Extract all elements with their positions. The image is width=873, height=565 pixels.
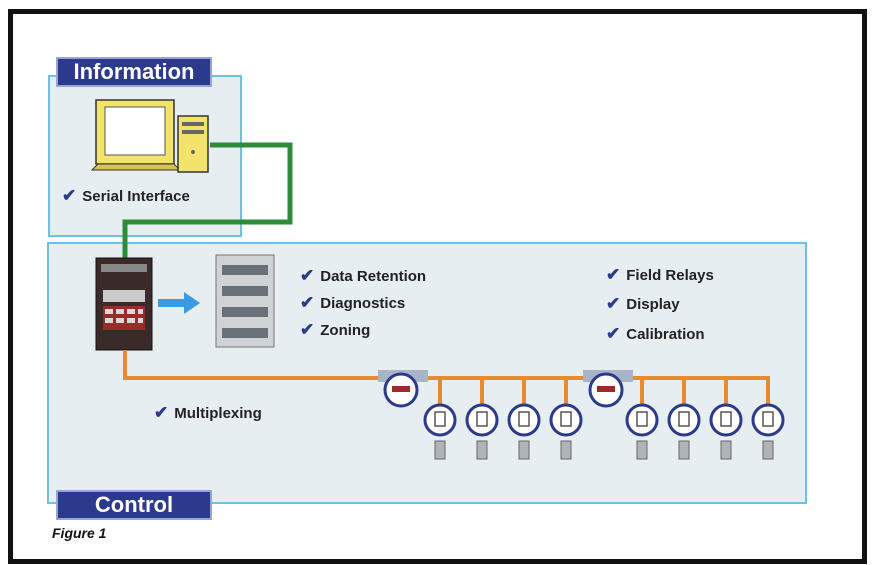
multiplexer-icon: [583, 370, 633, 408]
check-icon: ✔: [300, 293, 315, 312]
multiplexer-icon: [378, 370, 428, 408]
arrow-right-icon: [158, 292, 200, 314]
check-icon: ✔: [154, 403, 169, 422]
feature-data-retention: ✔ Data Retention: [300, 266, 426, 286]
feature-label: Display: [626, 296, 680, 313]
gas-sensor-icon: [751, 403, 785, 460]
serial-line: [122, 142, 293, 258]
check-icon: ✔: [300, 320, 315, 339]
feature-display: ✔ Display: [606, 294, 680, 314]
check-icon: ✔: [62, 186, 77, 205]
check-icon: ✔: [300, 266, 315, 285]
feature-calibration: ✔ Calibration: [606, 324, 705, 344]
multiplexing-label: ✔ Multiplexing: [154, 403, 262, 423]
computer-icon: [90, 99, 209, 173]
figure-caption: Figure 1: [52, 525, 107, 541]
feature-label: Field Relays: [626, 267, 714, 284]
multiplexing-text: Multiplexing: [174, 405, 262, 422]
feature-field-relays: ✔ Field Relays: [606, 265, 714, 285]
check-icon: ✔: [606, 265, 621, 284]
gas-sensor-icon: [625, 403, 659, 460]
serial-interface-label: ✔ Serial Interface: [62, 186, 190, 206]
gas-sensor-icon: [507, 403, 541, 460]
controller-unit-icon: [95, 257, 153, 351]
information-title: Information: [56, 57, 212, 87]
feature-label: Diagnostics: [320, 295, 406, 312]
feature-zoning: ✔ Zoning: [300, 320, 370, 340]
check-icon: ✔: [606, 294, 621, 313]
control-title: Control: [56, 490, 212, 520]
feature-label: Calibration: [626, 326, 705, 343]
sensor-bus: [123, 350, 770, 405]
gas-sensor-icon: [667, 403, 701, 460]
gas-sensor-icon: [549, 403, 583, 460]
gas-sensor-icon: [709, 403, 743, 460]
gas-sensor-icon: [465, 403, 499, 460]
gas-sensor-icon: [423, 403, 457, 460]
feature-diagnostics: ✔ Diagnostics: [300, 293, 405, 313]
relay-panel-icon: [215, 254, 275, 348]
feature-label: Data Retention: [320, 268, 427, 285]
serial-interface-text: Serial Interface: [82, 188, 190, 205]
check-icon: ✔: [606, 324, 621, 343]
feature-label: Zoning: [320, 322, 371, 339]
